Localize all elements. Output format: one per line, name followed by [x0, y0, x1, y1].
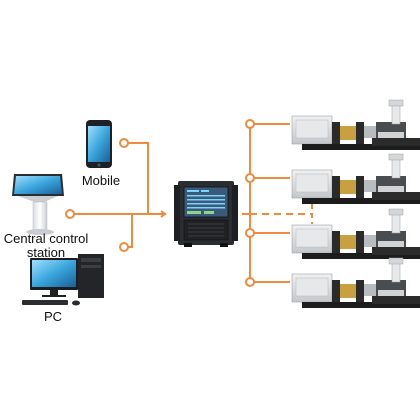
connector-nodes — [65, 119, 255, 287]
mobile-label: Mobile — [81, 173, 121, 188]
mobile-phone-icon — [86, 120, 112, 168]
pc-label: PC — [43, 309, 63, 324]
kiosk-terminal-icon — [12, 174, 64, 235]
connector-lines — [70, 123, 313, 283]
central-control-label-line2: station — [26, 245, 66, 260]
central-control-label-line1: Central control — [3, 231, 89, 246]
control-cabinet-icon — [174, 181, 238, 247]
pc-computer-icon — [22, 254, 104, 306]
